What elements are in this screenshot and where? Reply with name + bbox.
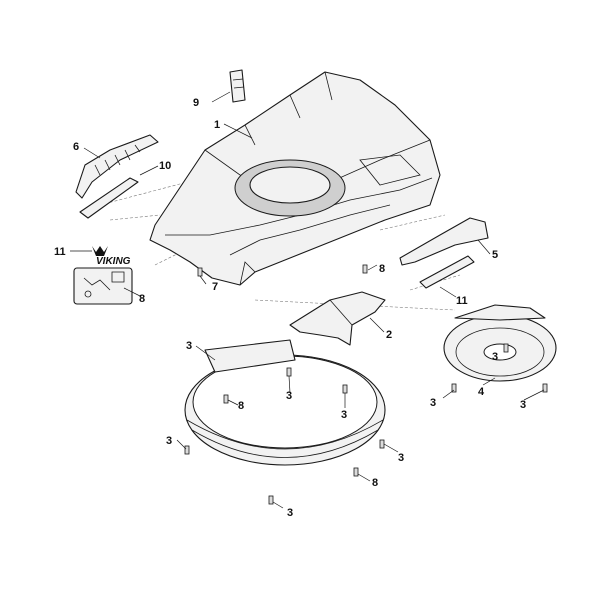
screw-3-ring-b [342, 384, 348, 394]
callout-1: 1 [214, 119, 220, 131]
callout-8: 8 [379, 263, 385, 275]
viking-logo: VIKING [92, 246, 131, 267]
callout-3: 3 [430, 397, 436, 409]
callout-5: 4 [478, 386, 485, 398]
screw-3-disc-center [503, 343, 509, 353]
callout-3: 3 [286, 390, 292, 402]
screw-3-ring-left [184, 445, 190, 455]
screw-3-disc-right [542, 383, 548, 393]
screw-3-bottom [268, 495, 274, 505]
callout-10: 9 [193, 97, 199, 109]
blade-disc [443, 304, 557, 382]
callout-3: 3 [166, 435, 172, 447]
callout-12: 11 [54, 246, 66, 258]
callout-2: 2 [386, 329, 392, 341]
callout-8: 7 [212, 281, 218, 293]
callout-8: 8 [372, 477, 378, 489]
trim-strip-right [419, 255, 475, 289]
screw-8-ring [223, 394, 229, 404]
callout-9: 8 [139, 293, 145, 305]
callout-4: 3 [186, 340, 192, 352]
grip-strip [75, 134, 159, 199]
callout-3: 3 [287, 507, 293, 519]
callout-3: 3 [492, 351, 498, 363]
callout-3: 3 [520, 399, 526, 411]
trim-strip-left [79, 177, 139, 219]
label-plate [73, 267, 133, 305]
leader-lines [70, 91, 545, 509]
skirt-ring [184, 339, 386, 466]
screw-8-right [362, 264, 368, 274]
callout-8: 8 [238, 400, 244, 412]
screw-8-bottom [353, 467, 359, 477]
callout-11: 10 [159, 160, 171, 172]
screw-8-left [197, 267, 203, 277]
screw-3-ring-right [379, 439, 385, 449]
insert-part [229, 69, 246, 103]
deflector-plate [289, 291, 386, 346]
handle-bracket [399, 217, 489, 266]
viking-logo-text: VIKING [96, 256, 131, 267]
callout-3: 3 [398, 452, 404, 464]
screw-3-disc-left [451, 383, 457, 393]
screw-3-ring-a [286, 367, 292, 377]
callout-7: 6 [73, 141, 79, 153]
screw-set [184, 264, 548, 505]
callouts: 1 2 3 3 3 3 3 3 3 3 3 4 5 6 7 8 8 8 8 9 … [54, 97, 526, 519]
callout-3: 3 [341, 409, 347, 421]
callout-11: 11 [456, 295, 468, 307]
deck-housing [149, 71, 441, 286]
callout-6: 5 [492, 249, 498, 261]
